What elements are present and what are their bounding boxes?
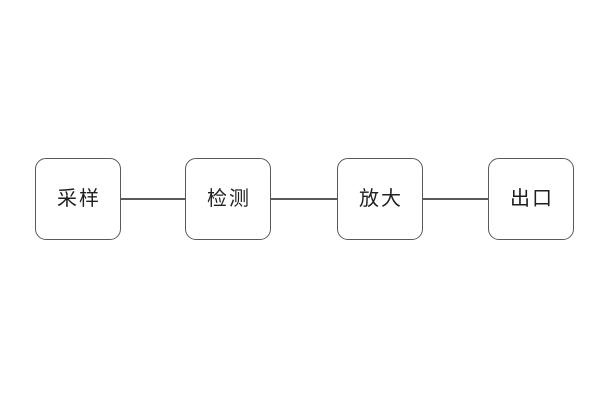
flow-node-sampling: 采样: [35, 158, 121, 240]
flow-node-outlet: 出口: [488, 158, 574, 240]
flow-node-outlet-label: 出口: [510, 188, 554, 210]
flow-node-sampling-label: 采样: [57, 188, 101, 210]
flow-node-amplification: 放大: [337, 158, 423, 240]
connector-line-sampling-detection: [120, 198, 186, 200]
flow-node-detection: 检测: [185, 158, 271, 240]
connector-line-detection-amplification: [270, 198, 338, 200]
flow-node-detection-label: 检测: [207, 188, 251, 210]
connector-line-amplification-outlet: [422, 198, 489, 200]
flow-node-amplification-label: 放大: [359, 188, 403, 210]
